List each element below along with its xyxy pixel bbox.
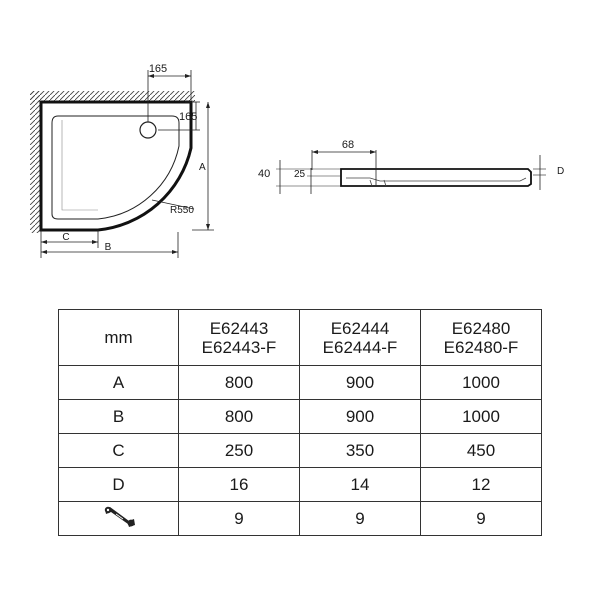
dim-top-label: 165 <box>149 63 167 75</box>
table-cell: 1000 <box>420 365 542 400</box>
table-cell: 9 <box>420 501 542 536</box>
table-cell: 9 <box>178 501 300 536</box>
table-row: 9 9 9 <box>58 501 542 536</box>
wall-hatch-left <box>30 91 41 233</box>
table-cell: 12 <box>420 467 542 502</box>
plan-view: 165 165 A R550 C B <box>30 63 214 258</box>
row-label: C <box>58 433 179 468</box>
drain-outlet <box>139 121 157 139</box>
technical-drawings: 165 165 A R550 C B <box>30 63 564 258</box>
table-cell: 350 <box>299 433 421 468</box>
column-header: E62443 E62443-F <box>178 309 300 366</box>
table-cell: 800 <box>178 399 300 434</box>
section-view: 68 40 25 D <box>258 139 564 194</box>
table-cell: 1000 <box>420 399 542 434</box>
dim-40-label: 40 <box>258 168 270 180</box>
table-cell: 900 <box>299 399 421 434</box>
table-cell: 450 <box>420 433 542 468</box>
table-row: D 16 14 12 <box>58 467 542 502</box>
dim-25-label: 25 <box>294 169 306 180</box>
wall-hatch-top <box>30 91 195 102</box>
row-label: B <box>58 399 179 434</box>
dim-68-label: 68 <box>342 139 354 151</box>
tray-outline <box>39 100 193 232</box>
row-icon-cell <box>58 501 179 536</box>
table-cell: 16 <box>178 467 300 502</box>
dim-b-label: B <box>105 242 112 253</box>
table-row: A 800 900 1000 <box>58 365 542 400</box>
row-label: D <box>58 467 179 502</box>
table-cell: 900 <box>299 365 421 400</box>
table-cell: 250 <box>178 433 300 468</box>
table-cell: 800 <box>178 365 300 400</box>
dim-a-label: A <box>199 162 206 173</box>
drain-waste-icon <box>104 506 135 527</box>
column-header: E62444 E62444-F <box>299 309 421 366</box>
dimensions-table: mm E62443 E62443-F E62444 E62444-F E6248… <box>58 309 542 536</box>
table-corner-label: mm <box>58 309 179 366</box>
tray-inner-basin <box>51 115 180 220</box>
table-row: C 250 350 450 <box>58 433 542 468</box>
table-header-row: mm E62443 E62443-F E62444 E62444-F E6248… <box>58 309 542 366</box>
table-cell: 9 <box>299 501 421 536</box>
row-label: A <box>58 365 179 400</box>
table-cell: 14 <box>299 467 421 502</box>
dim-right-label: 165 <box>179 111 197 123</box>
dim-d-label: D <box>557 166 564 177</box>
tray-section-profile <box>340 168 532 187</box>
dim-radius-label: R550 <box>170 205 194 216</box>
table-row: B 800 900 1000 <box>58 399 542 434</box>
dim-c-label: C <box>62 232 69 243</box>
column-header: E62480 E62480-F <box>420 309 542 366</box>
